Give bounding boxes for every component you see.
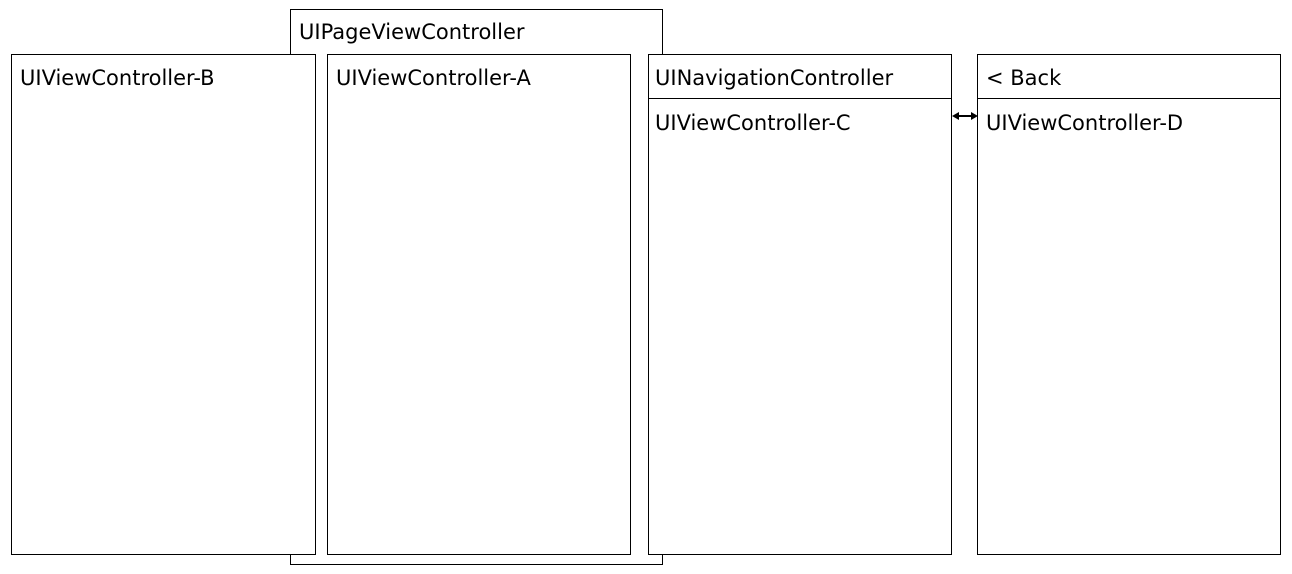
pushed-screen-box: < Back UIViewController-D [977, 54, 1281, 555]
view-controller-d-label: UIViewController-D [986, 111, 1184, 135]
arrow-head-left [952, 112, 959, 120]
arrow-head-right [971, 112, 978, 120]
navigation-controller-title: UINavigationController [655, 66, 894, 90]
view-controller-a-label: UIViewController-A [336, 66, 531, 90]
view-controller-c-label: UIViewController-C [655, 111, 851, 135]
pushed-screen-bar-divider [978, 98, 1280, 99]
page-view-controller-title: UIPageViewController [299, 20, 525, 44]
double-arrow-icon [952, 112, 978, 120]
back-button[interactable]: < Back [986, 66, 1062, 90]
navigation-controller-box: UINavigationController UIViewController-… [648, 54, 952, 555]
view-controller-b-label: UIViewController-B [20, 66, 215, 90]
navigation-bar-divider [649, 98, 951, 99]
view-controller-b-box: UIViewController-B [11, 54, 316, 555]
view-controller-a-box: UIViewController-A [327, 54, 631, 555]
